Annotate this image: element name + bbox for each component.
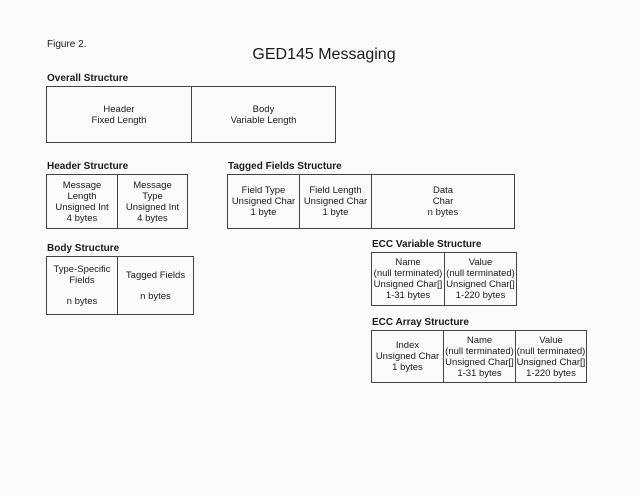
cell-line: 1-31 bytes: [457, 367, 502, 379]
cell-line: (null terminated): [445, 345, 514, 357]
tagged-fields-cell: Tagged Fields n bytes: [118, 257, 193, 314]
cell-line: 1-220 bytes: [526, 367, 576, 379]
ecc-variable-name-cell: Name (null terminated) Unsigned Char[] 1…: [372, 253, 445, 305]
ecc-variable-value-cell: Value (null terminated) Unsigned Char[] …: [445, 253, 516, 305]
ecc-variable-structure-box: Name (null terminated) Unsigned Char[] 1…: [371, 252, 517, 306]
overall-structure-box: Header Fixed Length Body Variable Length: [46, 86, 336, 143]
cell-line: (null terminated): [446, 268, 515, 279]
message-type-cell: Message Type Unsigned Int 4 bytes: [118, 175, 187, 228]
cell-line: Tagged Fields: [125, 269, 186, 281]
tagged-fields-structure-heading: Tagged Fields Structure: [228, 161, 342, 172]
cell-line: (null terminated): [516, 345, 586, 357]
cell-line: Message: [133, 179, 172, 191]
cell-line: Index: [395, 340, 420, 351]
type-specific-fields-cell: Type-Specific Fields n bytes: [47, 257, 118, 314]
cell-line: 4 bytes: [137, 212, 168, 224]
ecc-array-structure-heading: ECC Array Structure: [372, 317, 469, 328]
cell-line: Fields: [69, 275, 95, 286]
message-length-cell: Message Length Unsigned Int 4 bytes: [47, 175, 118, 228]
field-type-cell: Field Type Unsigned Char 1 byte: [228, 175, 300, 228]
field-length-cell: Field Length Unsigned Char 1 byte: [300, 175, 372, 228]
cell-line: Unsigned Char[]: [373, 279, 443, 290]
cell-line: Unsigned Int: [55, 201, 109, 213]
diagram-title: GED145 Messaging: [252, 46, 396, 63]
cell-line: Value: [539, 334, 563, 346]
cell-line: n bytes: [427, 207, 459, 218]
cell-line: 1 byte: [322, 207, 349, 218]
cell-line: 4 bytes: [66, 212, 98, 224]
cell-line: Unsigned Char: [231, 196, 296, 207]
tagged-fields-structure-box: Field Type Unsigned Char 1 byte Field Le…: [227, 174, 515, 229]
cell-line: 1-220 bytes: [455, 290, 506, 301]
cell-line: Variable Length: [230, 114, 297, 126]
ecc-array-name-cell: Name (null terminated) Unsigned Char[] 1…: [444, 331, 516, 382]
cell-line: Unsigned Int: [125, 201, 180, 213]
ecc-array-index-cell: Index Unsigned Char 1 bytes: [372, 331, 444, 382]
cell-line: n bytes: [66, 296, 98, 307]
cell-line: Length: [67, 190, 97, 202]
cell-line: Type-Specific: [53, 264, 111, 275]
cell-line: Type: [142, 190, 163, 202]
cell-line: Unsigned Char: [303, 196, 368, 207]
cell-line: (null terminated): [373, 268, 443, 279]
overall-structure-heading: Overall Structure: [47, 73, 129, 84]
figure-label: Figure 2.: [47, 39, 87, 50]
body-structure-box: Type-Specific Fields n bytes Tagged Fiel…: [46, 256, 194, 315]
ecc-array-structure-box: Index Unsigned Char 1 bytes Name (null t…: [371, 330, 587, 383]
cell-line: Unsigned Char: [375, 351, 440, 362]
cell-line: Name: [466, 334, 493, 346]
header-structure-box: Message Length Unsigned Int 4 bytes Mess…: [46, 174, 188, 229]
cell-line: 1 byte: [250, 207, 277, 218]
cell-line: Body: [252, 103, 275, 115]
cell-line: Unsigned Char[]: [445, 356, 514, 368]
cell-line: Value: [468, 257, 493, 268]
cell-line: n bytes: [140, 290, 171, 302]
cell-line: Header: [103, 103, 135, 115]
cell-line: Fixed Length: [91, 114, 147, 126]
cell-line: Data: [432, 185, 454, 196]
cell-line: Name: [395, 257, 421, 268]
data-cell: Data Char n bytes: [372, 175, 514, 228]
ecc-array-value-cell: Value (null terminated) Unsigned Char[] …: [516, 331, 586, 382]
cell-line: Message: [62, 179, 102, 191]
cell-line: Char: [432, 196, 454, 207]
ecc-variable-structure-heading: ECC Variable Structure: [372, 239, 482, 250]
cell-line: Field Length: [309, 185, 362, 196]
cell-line: Field Type: [241, 185, 286, 196]
cell-line: Unsigned Char[]: [446, 279, 515, 290]
cell-line: 1-31 bytes: [385, 290, 431, 301]
header-structure-heading: Header Structure: [47, 161, 129, 172]
overall-body-cell: Body Variable Length: [192, 87, 335, 142]
body-structure-heading: Body Structure: [47, 243, 120, 254]
cell-line: Unsigned Char[]: [516, 356, 586, 368]
cell-line: 1 bytes: [392, 362, 423, 373]
overall-header-cell: Header Fixed Length: [47, 87, 192, 142]
